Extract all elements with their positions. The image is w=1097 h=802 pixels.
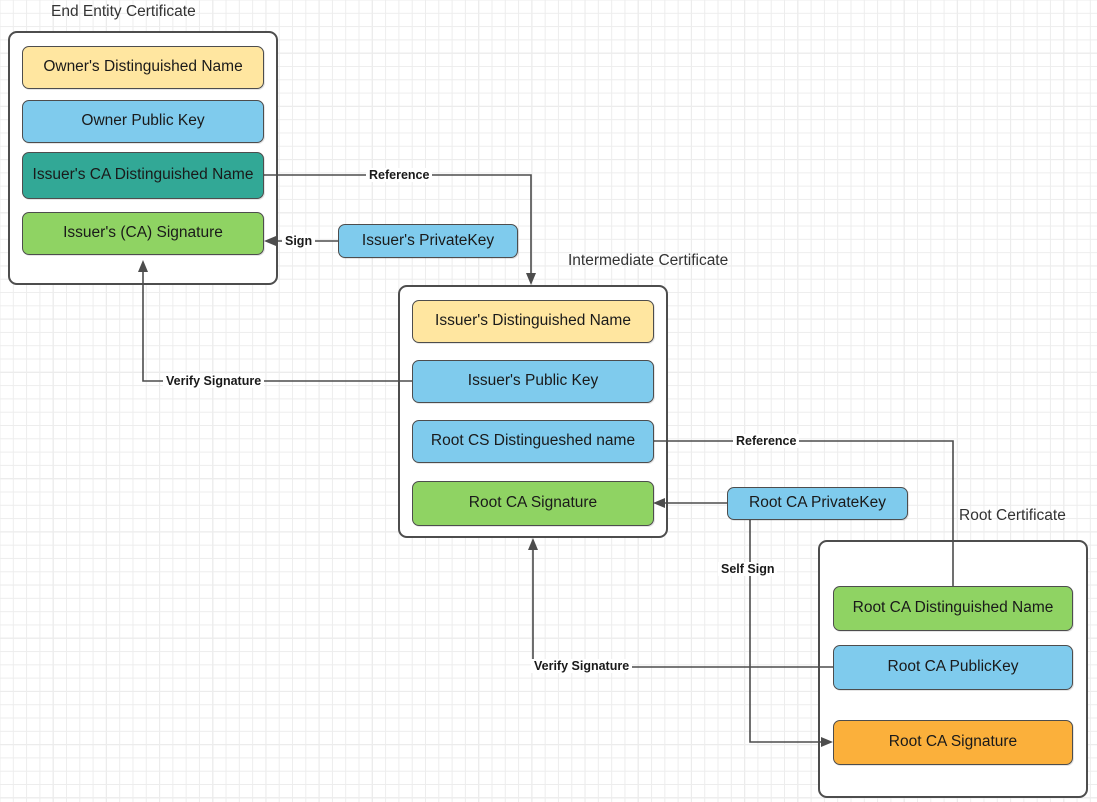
field-root-ca-public-key[interactable]: Root CA PublicKey [833,645,1073,690]
field-root-ca-distinguished-name[interactable]: Root CA Distinguished Name [833,586,1073,631]
edge-label-self-sign: Self Sign [718,562,778,576]
field-issuer-ca-distinguished-name[interactable]: Issuer's CA Distinguished Name [22,152,264,199]
key-issuers-private-key[interactable]: Issuer's PrivateKey [338,224,518,258]
edge-label-verify-signature-top: Verify Signature [163,374,265,388]
edge-label-reference-bottom: Reference [733,434,800,448]
title-root-certificate: Root Certificate [959,507,1066,524]
field-issuer-public-key[interactable]: Issuer's Public Key [412,360,654,403]
title-intermediate-certificate: Intermediate Certificate [568,252,729,269]
field-owner-distinguished-name[interactable]: Owner's Distinguished Name [22,46,264,89]
key-root-ca-private-key[interactable]: Root CA PrivateKey [727,487,908,520]
edge-label-reference-top: Reference [366,168,433,182]
field-root-cs-distingueshed-name[interactable]: Root CS Distingueshed name [412,420,654,463]
field-issuer-ca-signature[interactable]: Issuer's (CA) Signature [22,212,264,255]
field-root-ca-signature-root[interactable]: Root CA Signature [833,720,1073,765]
connector-verify-signature-bottom [528,538,833,668]
field-root-ca-signature-intermediate[interactable]: Root CA Signature [412,481,654,526]
edge-label-sign: Sign [282,234,316,248]
field-issuer-distinguished-name[interactable]: Issuer's Distinguished Name [412,300,654,343]
title-end-entity-certificate: End Entity Certificate [51,3,196,20]
field-owner-public-key[interactable]: Owner Public Key [22,100,264,143]
edge-label-verify-signature-bottom: Verify Signature [531,659,633,673]
